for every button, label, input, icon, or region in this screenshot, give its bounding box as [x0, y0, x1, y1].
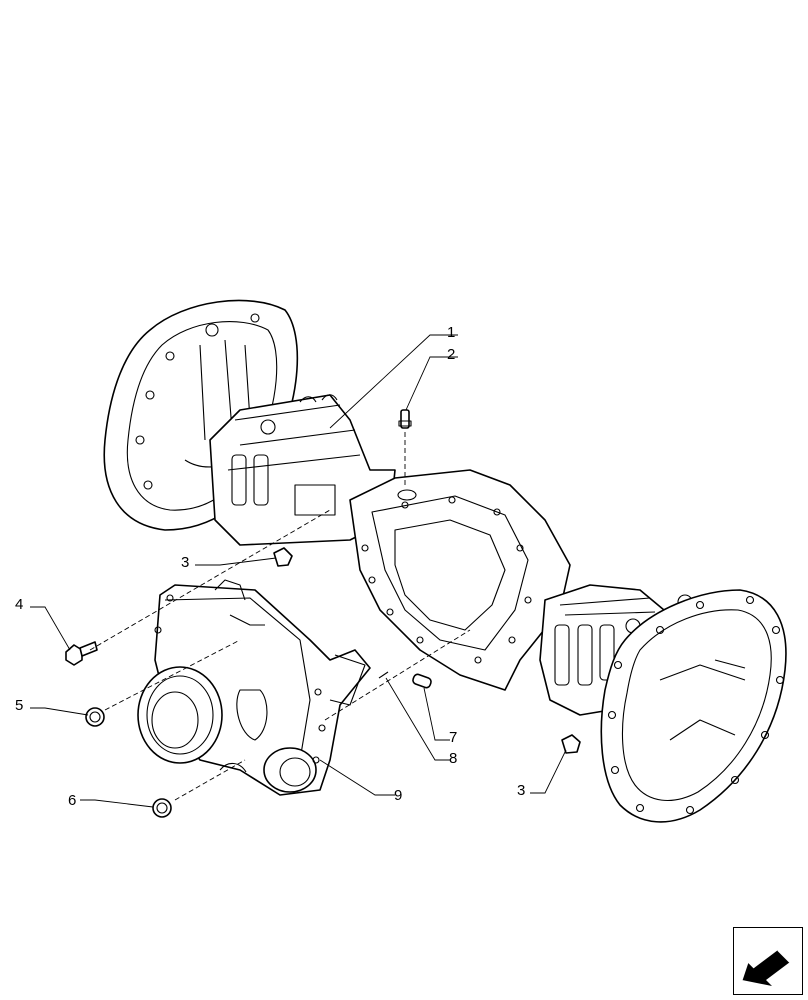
callout-7: 7: [449, 729, 457, 746]
callout-3-lower: 3: [517, 782, 525, 799]
right-wheel-flange: [600, 589, 787, 823]
bolt: [65, 641, 98, 666]
callout-3-upper: 3: [181, 554, 189, 571]
callout-8: 8: [449, 750, 457, 767]
plug-6: [152, 798, 172, 818]
dowel-pin: [412, 673, 432, 689]
assembly-lines: [89, 432, 471, 801]
plug-5: [85, 707, 105, 727]
callouts: 1 2 3 4 5 6 7 8 9 3: [15, 324, 525, 809]
plug-right: [561, 734, 581, 754]
left-axle-tube: [209, 394, 396, 546]
stud: [378, 671, 389, 679]
differential-carrier: [137, 579, 371, 796]
arrow-back-icon: [741, 949, 791, 986]
navigation-button[interactable]: [733, 927, 803, 995]
callout-9: 9: [394, 787, 402, 804]
callout-6: 6: [68, 792, 76, 809]
breather-fitting: [398, 409, 412, 429]
center-housing: [349, 469, 571, 691]
plug-upper: [273, 547, 293, 567]
callout-5: 5: [15, 697, 23, 714]
leader-lines: [30, 334, 567, 808]
callout-1: 1: [447, 324, 455, 341]
callout-2: 2: [447, 346, 455, 363]
callout-4: 4: [15, 596, 23, 613]
